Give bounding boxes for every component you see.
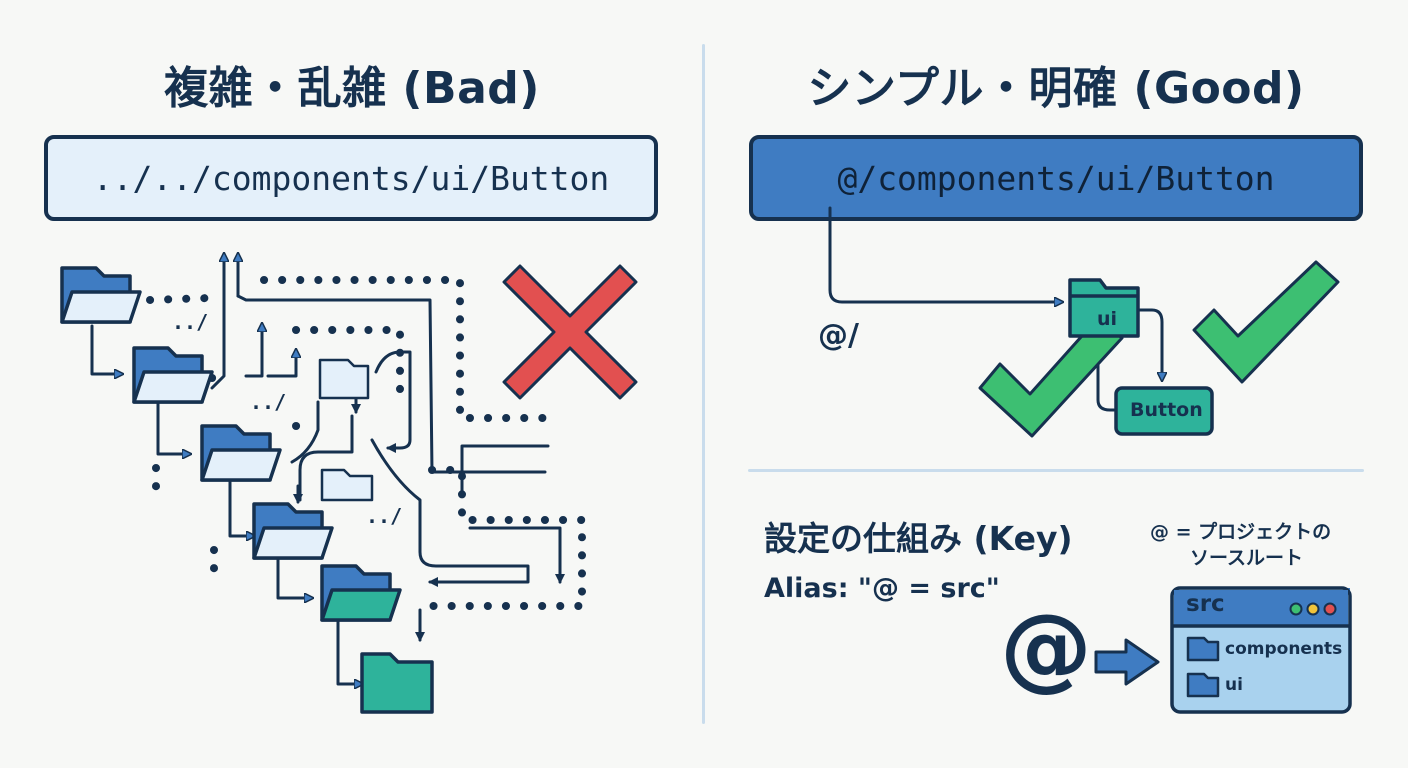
window-item-ui: ui — [1225, 675, 1243, 695]
src-window-title: src — [1186, 591, 1225, 617]
bad-import-path-box: ../../components/ui/Button — [44, 135, 658, 221]
ui-node-label: ui — [1097, 308, 1118, 330]
window-item-components: components — [1225, 639, 1343, 659]
alias-prefix-label: @/ — [818, 318, 859, 353]
alias-config-text: Alias: "@ = src" — [764, 573, 1000, 604]
good-import-path-text: @/components/ui/Button — [837, 158, 1275, 198]
relative-path-label: ../ — [172, 310, 209, 334]
folder-icon — [1186, 672, 1220, 698]
red-cross-icon — [502, 264, 638, 400]
green-check-icon — [1192, 260, 1340, 384]
folder-icon — [320, 468, 374, 502]
folder-icon — [320, 564, 402, 622]
arrow-icon — [1094, 638, 1160, 686]
good-panel-title: シンプル・明確 (Good) — [807, 63, 1305, 114]
relative-path-label: ../ — [366, 504, 403, 528]
panel-divider — [702, 44, 705, 724]
bad-import-path-text: ../../components/ui/Button — [92, 158, 610, 198]
folder-icon — [132, 346, 214, 404]
button-node — [1114, 386, 1214, 436]
tangled-connectors — [90, 254, 565, 684]
relative-path-label: ../ — [250, 390, 287, 414]
section-divider — [748, 469, 1364, 472]
dotted-paths — [146, 276, 586, 610]
folder-icon — [318, 358, 370, 400]
folder-icon — [200, 424, 282, 482]
key-heading: 設定の仕組み (Key) — [764, 519, 1073, 558]
alias-note-line2: ソースルート — [1190, 547, 1304, 569]
good-import-path-box: @/components/ui/Button — [749, 135, 1363, 221]
button-node-label: Button — [1130, 399, 1203, 421]
folder-icon — [1186, 636, 1220, 662]
at-symbol-icon: @ — [1000, 594, 1092, 701]
src-window — [1170, 586, 1352, 714]
ui-folder-node — [1068, 278, 1140, 338]
alias-note-line1: @ = プロジェクトの — [1150, 521, 1332, 543]
good-connectors — [828, 206, 1162, 412]
folder-icon — [252, 502, 334, 560]
bad-panel-title: 複雑・乱雑 (Bad) — [164, 63, 540, 114]
folder-icon — [60, 266, 142, 324]
folder-icon — [360, 652, 434, 714]
